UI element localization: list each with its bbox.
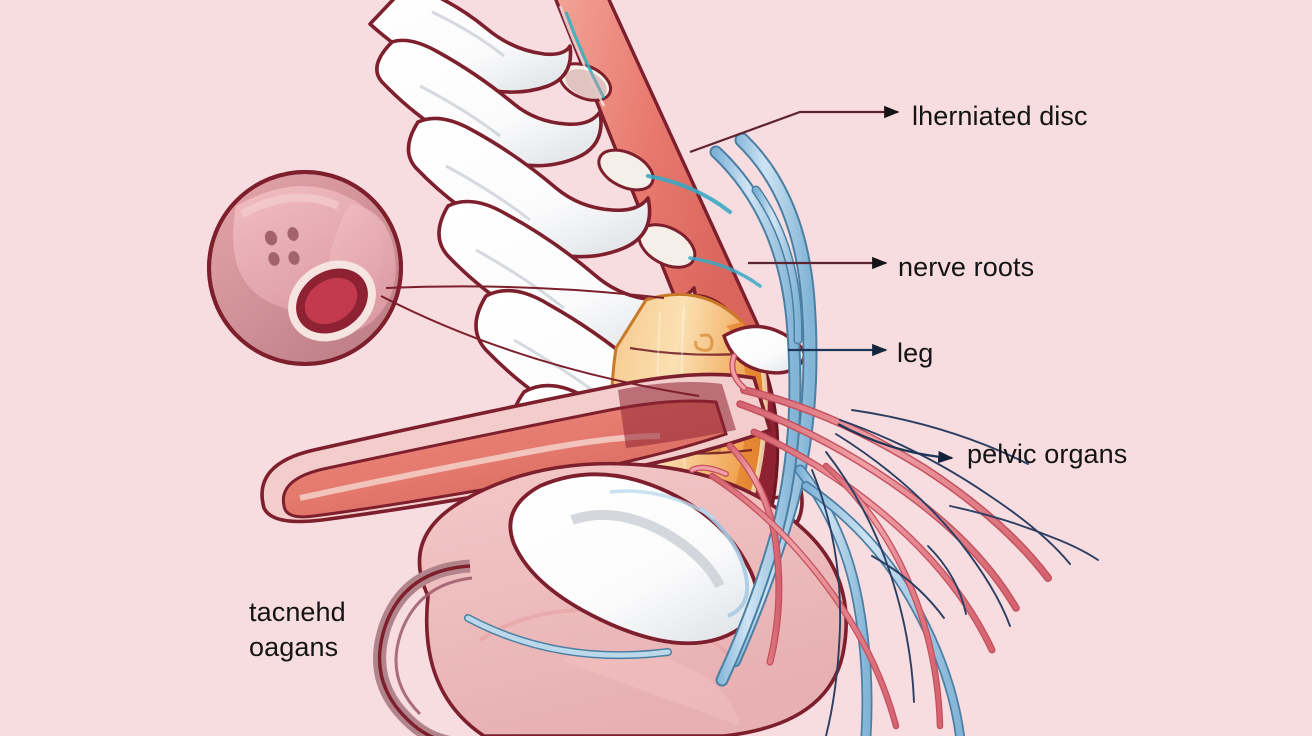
pointed-organ xyxy=(260,372,773,524)
pubic-bone xyxy=(508,472,760,646)
label-leg: leg xyxy=(897,338,934,368)
looped-duct xyxy=(373,559,482,736)
label-nerve-roots: nerve roots xyxy=(898,252,1035,282)
disc-cross-section-inset xyxy=(207,170,403,366)
disc-fissure-dots xyxy=(264,227,300,266)
label-pelvic-organs: pelvic organs xyxy=(967,439,1128,469)
callout-arrows xyxy=(689,105,954,464)
label-herniated-disc: lherniated disc xyxy=(912,101,1088,131)
herniated-nucleus xyxy=(288,260,376,342)
nerve-fibers-navy xyxy=(811,409,1099,736)
leader-herniated-disc xyxy=(689,105,900,154)
leader-pelvic-organs xyxy=(837,423,954,464)
inset-leader-line xyxy=(380,285,700,397)
label-attached-organs: tacnehd oagans xyxy=(249,597,346,662)
